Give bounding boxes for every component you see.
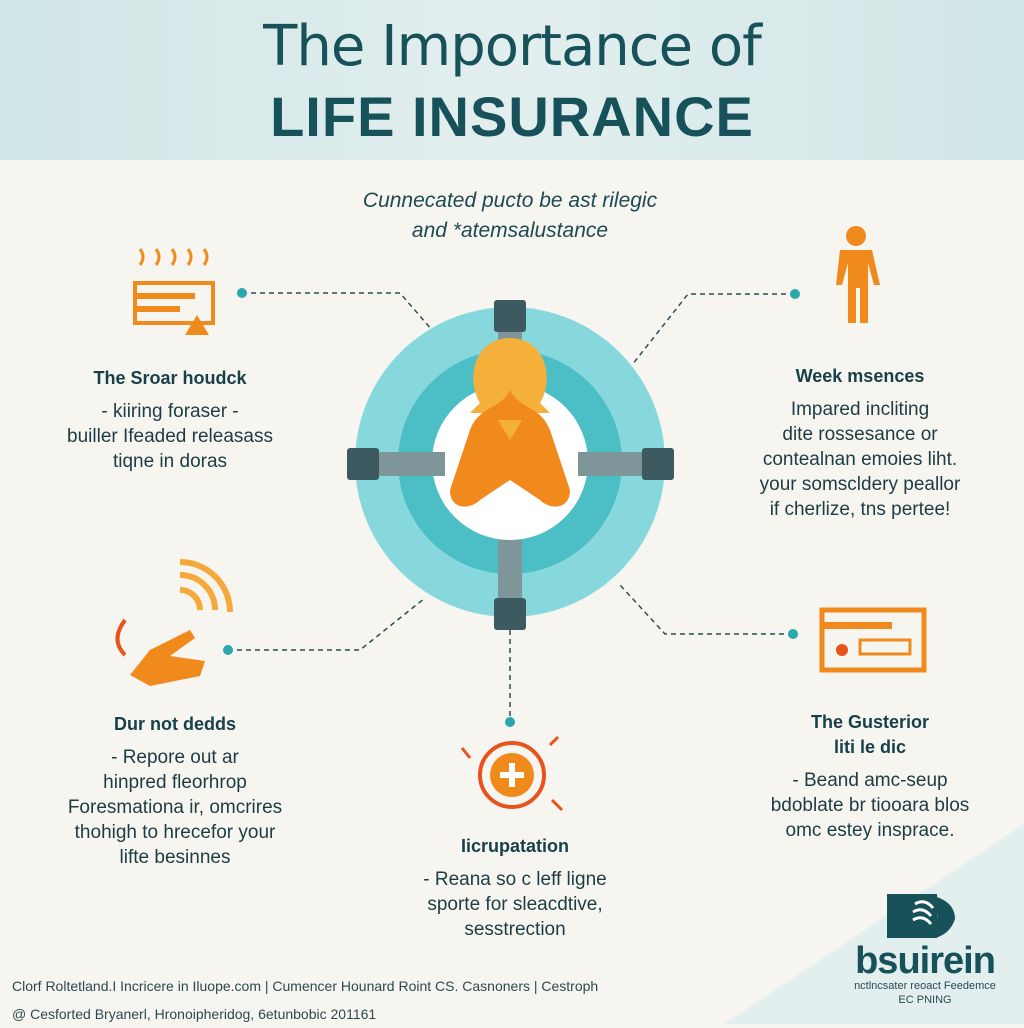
connector-topleft [242, 292, 433, 331]
section-line: Foresmationa ir, omcrires [67, 797, 283, 818]
section-5: The Gusterior liti le dic - Beand amc-se… [740, 710, 1000, 843]
logo-tagline2: EC PNING [898, 994, 952, 1006]
family-figure-icon [450, 338, 570, 507]
connector-lines [228, 292, 795, 720]
header-band [0, 0, 1024, 160]
section-1: The Sroar houdck - kiiring foraser - buil… [40, 366, 300, 474]
section-line: builler Ifeaded releasass [67, 426, 273, 447]
section-line: sporte for sleacdtive, [427, 894, 603, 915]
section-line: tiqne in doras [112, 451, 228, 472]
section-title: Week msences [795, 366, 925, 386]
section-line: your somscldery peallor [759, 474, 961, 495]
section-line: contealnan emoies liht. [762, 449, 958, 470]
footer: Clorf Roltetland.I Incricere in Iluope.c… [12, 972, 598, 1028]
section-line: - Reana so c leff ligne [423, 869, 607, 890]
section-line: thohigh to hrecefor your [74, 822, 276, 843]
section-title: The Sroar houdck [93, 368, 247, 388]
title-line2: LIFE INSURANCE [270, 85, 754, 148]
section-title: Dur not dedds [114, 714, 236, 734]
medical-badge-icon [460, 735, 564, 812]
section-4: Iicrupatation - Reana so c leff ligne spo… [380, 834, 650, 942]
section-line: omc estey insprace. [785, 820, 955, 841]
section-line: bdoblate br tiooara blos [770, 795, 970, 816]
section-line: if cherlize, tns pertee! [769, 499, 951, 520]
section-line: hinpred fleorhrop [103, 772, 247, 793]
subtitle-line2: and *atemsalustance [411, 219, 609, 242]
footer-line2: @ Cesforted Bryanerl, Hronoipheridog, 6e… [12, 1006, 377, 1022]
document-icon [133, 248, 215, 335]
section-line: - Repore out ar [111, 747, 239, 768]
brand-logo: bsuirein nctlncsater reoact Feedemce EC … [840, 890, 1010, 1007]
section-line: lifte besinnes [119, 847, 231, 868]
section-line: dite rossesance or [782, 424, 938, 445]
logo-mark-icon [887, 894, 955, 938]
section-line: - Beand amc-seup [792, 770, 948, 791]
section-3: Dur not dedds - Repore out ar hinpred fle… [40, 712, 310, 870]
section-title: The Gusterior [810, 712, 930, 732]
hand-signal-icon [115, 559, 233, 686]
section-line: sesstrection [464, 919, 566, 940]
subtitle-line1: Cunnecated pucto be ast rilegic [362, 189, 658, 212]
section-line: - kiiring foraser - [101, 401, 239, 422]
section-title-line2: liti le dic [833, 737, 907, 757]
section-2: Week msences Impared incliting dite rosse… [730, 364, 990, 522]
connector-topright [631, 293, 795, 366]
title-line1: The Importance of [263, 14, 762, 79]
connector-bottomright [619, 584, 793, 635]
footer-line1: Clorf Roltetland.I Incricere in Iluope.c… [12, 978, 599, 994]
card-icon [819, 607, 927, 673]
section-title: Iicrupatation [460, 836, 569, 856]
subtitle: Cunnecated pucto be ast rilegic and *atem… [260, 186, 760, 246]
cross-caps [347, 300, 674, 630]
person-icon [836, 226, 880, 323]
connector-bottomleft [228, 597, 426, 651]
logo-tagline: nctlncsater reoact Feedemce [854, 980, 996, 992]
logo-name: bsuirein [855, 940, 996, 982]
section-line: Impared incliting [790, 399, 930, 420]
